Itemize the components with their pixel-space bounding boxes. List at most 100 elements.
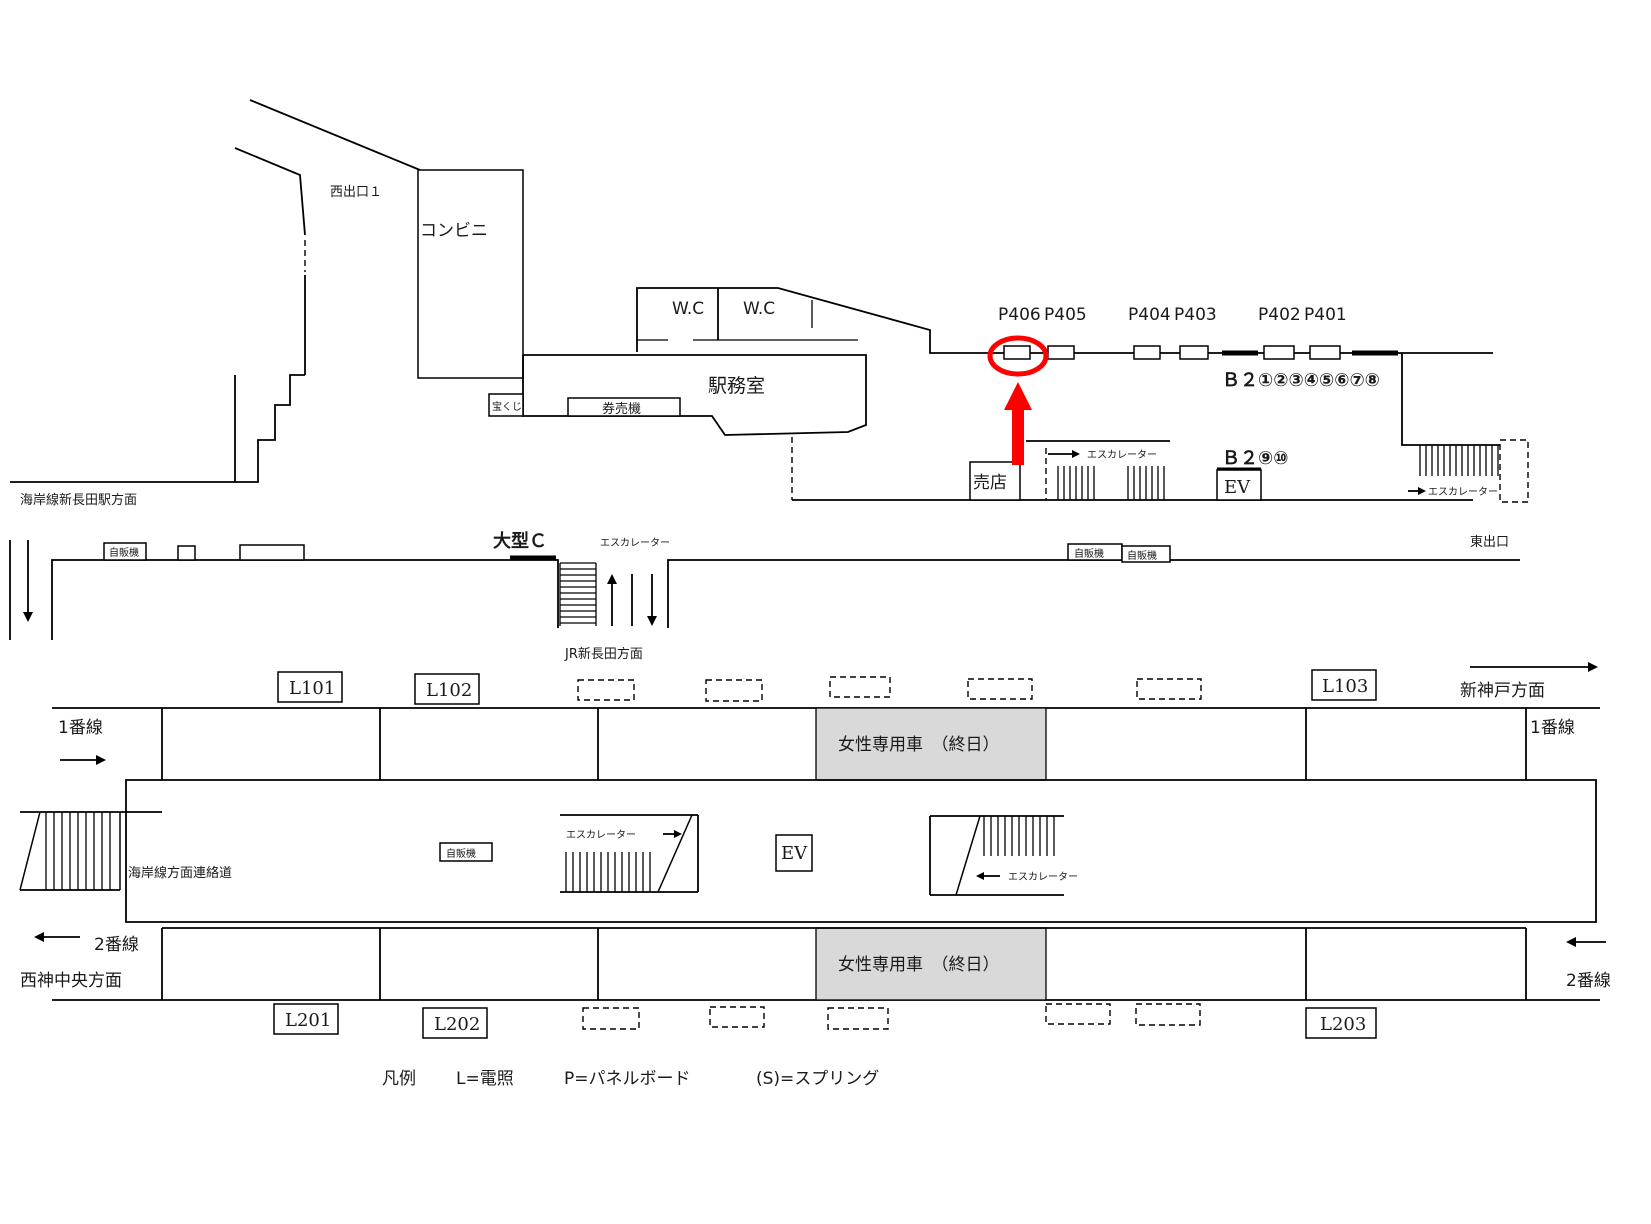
east-exit-label: 東出口 <box>1470 534 1509 550</box>
escalator-label-upper-2: エスカレーター <box>1428 486 1498 498</box>
kiosk-label: 売店 <box>973 473 1007 493</box>
light-l202 <box>422 1007 488 1039</box>
station-office <box>522 354 867 436</box>
wc-label-2: W.C <box>743 299 775 319</box>
escalator-upper-2 <box>1401 353 1529 503</box>
convenience-store-label: コンビニ <box>420 221 488 241</box>
vending-machine-1 <box>103 542 147 561</box>
car-dividers-track2 <box>161 927 1527 1000</box>
panel-label-p404: P404 <box>1128 305 1171 325</box>
women-only-car-2 <box>815 927 1047 1001</box>
vending-machine-label-platform: 自販機 <box>446 847 476 860</box>
stair-stripe <box>955 815 981 896</box>
elevator-platform-label: EV <box>781 843 808 864</box>
ticket-machine <box>567 397 681 417</box>
stairs-to-jr <box>559 562 597 626</box>
escalator-platform-2 <box>929 815 1064 896</box>
legend-p: P=パネルボード <box>564 1069 691 1089</box>
legend-title: 凡例 <box>382 1069 416 1089</box>
vending-machine-label-1: 自販機 <box>109 546 139 559</box>
escalator-platform-1 <box>560 814 699 893</box>
lottery-booth <box>488 393 524 417</box>
light-label-l203: L203 <box>1320 1014 1366 1035</box>
ticket-machine-label: 券売機 <box>602 401 641 417</box>
spring-top-1 <box>577 679 635 701</box>
west-exit-structure <box>10 99 421 483</box>
shinkobe-direction-label: 新神戸方面 <box>1460 681 1545 701</box>
elevator-upper <box>1216 469 1262 501</box>
jr-direction-label: JR新長田方面 <box>564 646 643 662</box>
light-label-l201: L201 <box>285 1010 331 1031</box>
nishishin-direction-label: 西神中央方面 <box>20 971 122 991</box>
escalator-label-platform-2: エスカレーター <box>1008 871 1078 883</box>
light-l101 <box>277 671 343 703</box>
wc-label-1: W.C <box>672 299 704 319</box>
shinkobe-arrow <box>1470 662 1598 672</box>
escalator-label-upper-1: エスカレーター <box>1087 449 1157 461</box>
track2-arrow-right <box>1566 937 1606 947</box>
women-only-car-label-1: 女性専用車 （終日） <box>838 735 1000 755</box>
track1-label-left: 1番線 <box>58 718 103 738</box>
women-only-car-1 <box>815 707 1047 781</box>
light-label-l101: L101 <box>289 678 335 699</box>
track1-arrow <box>60 755 106 765</box>
track2-label-right: 2番線 <box>1566 971 1611 991</box>
west-exit-label: 西出口１ <box>330 185 382 200</box>
vending-machine-label-2: 自販機 <box>1074 547 1104 560</box>
panel-p406 <box>1003 345 1031 360</box>
b2-label-b: Ｂ２⑨⑩ <box>1222 448 1288 469</box>
spring-top-2 <box>705 679 763 702</box>
vending-machine-platform <box>439 842 493 862</box>
vending-machine-label-3: 自販機 <box>1127 549 1157 562</box>
track2-arrow-left <box>34 932 80 942</box>
panel-p405 <box>1047 345 1075 360</box>
panel-label-p402: P402 <box>1258 305 1301 325</box>
spring-top-3 <box>829 676 891 698</box>
highlight-arrow <box>1004 382 1032 465</box>
small-box-1 <box>177 545 196 561</box>
b2-label-a: Ｂ２①②③④⑤⑥⑦⑧ <box>1222 370 1380 391</box>
light-l203 <box>1305 1007 1377 1039</box>
highlight-circle <box>987 335 1049 377</box>
coastal-line-arrow <box>23 540 33 622</box>
panel-p401 <box>1309 345 1341 360</box>
women-only-car-label-2: 女性専用車 （終日） <box>838 955 1000 975</box>
panel-p404 <box>1133 345 1161 360</box>
escalator-mid-arrows <box>607 574 657 626</box>
station-office-label: 駅務室 <box>708 375 765 397</box>
panel-p402 <box>1263 345 1295 360</box>
panel-label-p401: P401 <box>1304 305 1347 325</box>
light-l103 <box>1311 669 1377 701</box>
large-c-label: 大型Ｃ <box>493 530 547 552</box>
panel-label-p405: P405 <box>1044 305 1087 325</box>
light-label-l202: L202 <box>434 1014 480 1035</box>
stair-stripe <box>657 814 693 893</box>
spring-top-4 <box>967 678 1033 700</box>
car-dividers-track1 <box>161 708 1527 780</box>
spring-bottom-4 <box>1045 1003 1111 1025</box>
spring-bottom-2 <box>709 1006 765 1028</box>
track2-label-left: 2番線 <box>94 935 139 955</box>
spring-bottom-5 <box>1135 1003 1201 1026</box>
escalator-label-platform-1: エスカレーター <box>566 829 636 841</box>
light-l102 <box>414 673 480 705</box>
panel-label-p406: P406 <box>998 305 1041 325</box>
escalator-label-mid: エスカレーター <box>600 537 670 549</box>
coastal-connection-label: 海岸線方面連絡道 <box>128 865 232 881</box>
light-label-l103: L103 <box>1322 676 1368 697</box>
spring-bottom-3 <box>827 1007 889 1030</box>
elevator-upper-label: EV <box>1224 477 1251 498</box>
vending-machine-3 <box>1121 545 1171 563</box>
panel-p403 <box>1179 345 1209 360</box>
legend-l: L=電照 <box>456 1069 514 1089</box>
coastal-line-direction-label: 海岸線新長田駅方面 <box>20 492 137 508</box>
box-2 <box>239 544 305 561</box>
escalator-upper-1 <box>1026 440 1170 500</box>
elevator-platform <box>775 834 813 872</box>
lottery-label: 宝くじ <box>492 400 522 413</box>
stairs-coastal-connection <box>19 811 162 891</box>
legend-s: (S)=スプリング <box>756 1069 879 1089</box>
stair-stripe <box>19 811 41 891</box>
convenience-store <box>417 169 524 379</box>
